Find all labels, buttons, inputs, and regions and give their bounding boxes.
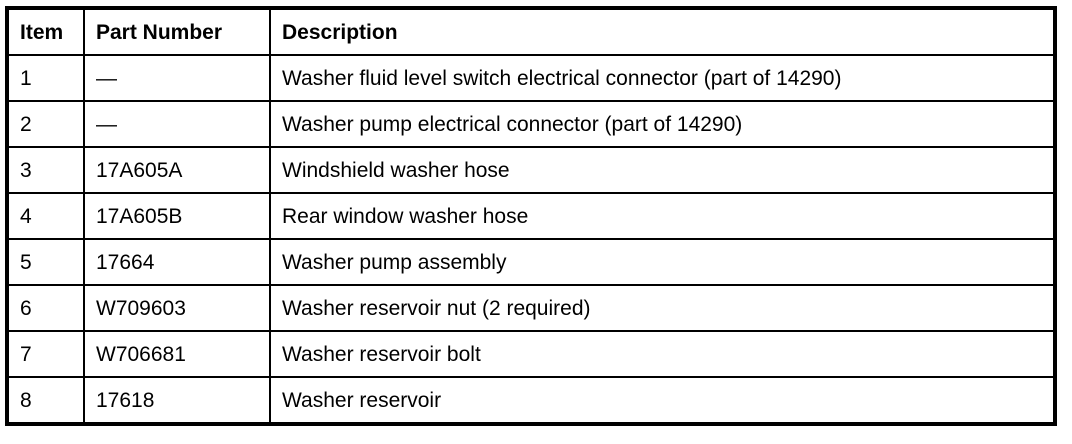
cell-part-number: 17664 bbox=[83, 238, 271, 286]
cell-description: Washer pump assembly bbox=[269, 238, 1056, 286]
cell-part-number: W709603 bbox=[83, 284, 271, 332]
cell-description: Washer reservoir bolt bbox=[269, 330, 1056, 378]
cell-item: 7 bbox=[6, 330, 85, 378]
cell-description: Rear window washer hose bbox=[269, 192, 1056, 240]
header-row: Item Part Number Description bbox=[6, 7, 1056, 56]
cell-item: 1 bbox=[6, 54, 85, 102]
cell-description: Washer reservoir bbox=[269, 376, 1056, 425]
cell-part-number: 17618 bbox=[83, 376, 271, 425]
cell-part-number: — bbox=[83, 54, 271, 102]
cell-description: Washer fluid level switch electrical con… bbox=[269, 54, 1056, 102]
column-header-part-number: Part Number bbox=[83, 7, 271, 56]
cell-description: Washer pump electrical connector (part o… bbox=[269, 100, 1056, 148]
cell-part-number: 17A605B bbox=[83, 192, 271, 240]
cell-item: 8 bbox=[6, 376, 85, 425]
table-row: 1 — Washer fluid level switch electrical… bbox=[6, 54, 1056, 102]
cell-item: 3 bbox=[6, 146, 85, 194]
cell-part-number: W706681 bbox=[83, 330, 271, 378]
column-header-description: Description bbox=[269, 7, 1056, 56]
cell-item: 2 bbox=[6, 100, 85, 148]
cell-description: Windshield washer hose bbox=[269, 146, 1056, 194]
cell-part-number: — bbox=[83, 100, 271, 148]
cell-description: Washer reservoir nut (2 required) bbox=[269, 284, 1056, 332]
cell-item: 6 bbox=[6, 284, 85, 332]
table-row: 6 W709603 Washer reservoir nut (2 requir… bbox=[6, 284, 1056, 332]
table-row: 8 17618 Washer reservoir bbox=[6, 376, 1056, 425]
table-row: 2 — Washer pump electrical connector (pa… bbox=[6, 100, 1056, 148]
parts-table: Item Part Number Description 1 — Washer … bbox=[5, 6, 1057, 426]
table-row: 5 17664 Washer pump assembly bbox=[6, 238, 1056, 286]
column-header-item: Item bbox=[6, 7, 85, 56]
cell-item: 5 bbox=[6, 238, 85, 286]
cell-part-number: 17A605A bbox=[83, 146, 271, 194]
table-row: 3 17A605A Windshield washer hose bbox=[6, 146, 1056, 194]
cell-item: 4 bbox=[6, 192, 85, 240]
table-row: 7 W706681 Washer reservoir bolt bbox=[6, 330, 1056, 378]
table-row: 4 17A605B Rear window washer hose bbox=[6, 192, 1056, 240]
